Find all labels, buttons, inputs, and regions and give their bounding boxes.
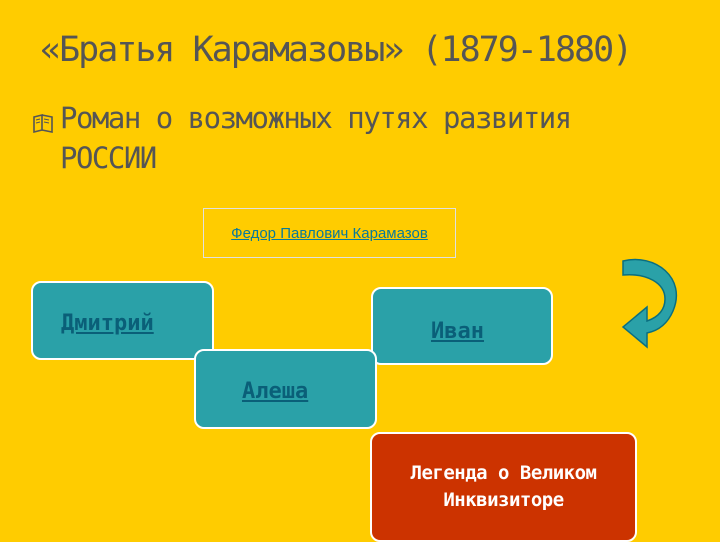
curved-arrow-icon[interactable] <box>615 253 685 353</box>
son-ivan-link[interactable]: Иван <box>431 319 484 344</box>
father-link[interactable]: Федор Павлович Карамазов <box>231 224 428 242</box>
slide-subtitle: Роман о возможных путях развития РОССИИ <box>60 101 572 175</box>
son-dmitry-link[interactable]: Дмитрий <box>61 311 154 336</box>
son-alesha-box[interactable]: Алеша <box>194 349 377 429</box>
legend-box: Легенда о Великом Инквизиторе <box>370 432 637 542</box>
father-box[interactable]: Федор Павлович Карамазов <box>203 208 456 258</box>
slide-title: «Братья Карамазовы» (1879-1880) <box>40 30 633 70</box>
son-dmitry-box[interactable]: Дмитрий <box>31 281 214 360</box>
book-bullet-icon <box>33 113 53 134</box>
legend-label: Легенда о Великом Инквизиторе <box>410 462 597 511</box>
son-alesha-link[interactable]: Алеша <box>242 379 309 404</box>
son-ivan-box[interactable]: Иван <box>371 287 553 365</box>
